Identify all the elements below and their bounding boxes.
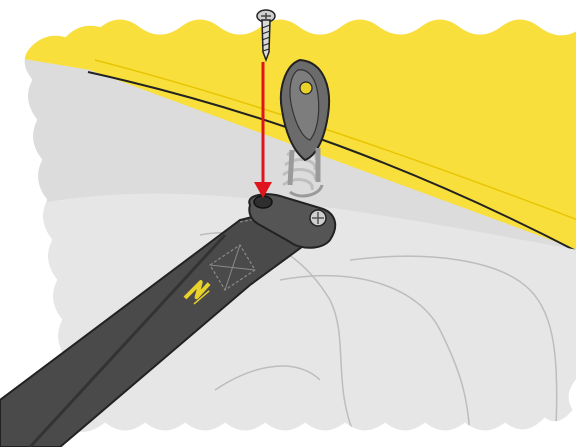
block-axle bbox=[300, 82, 312, 94]
